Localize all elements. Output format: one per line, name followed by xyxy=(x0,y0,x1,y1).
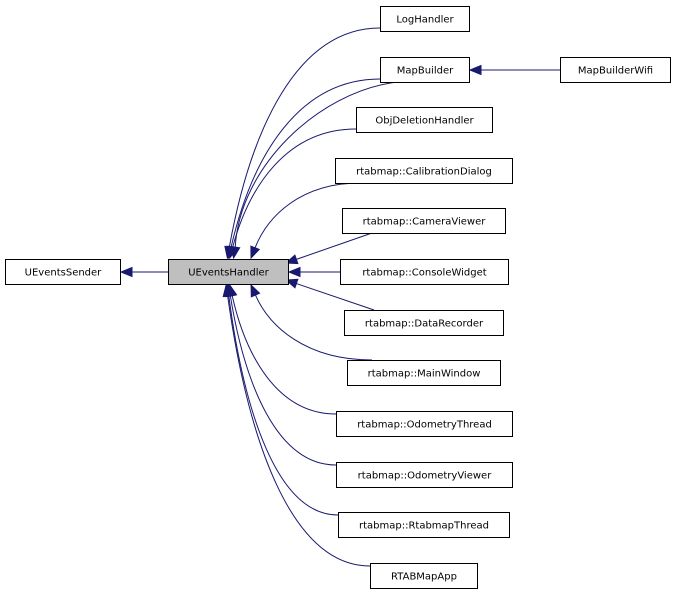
class-node-rtabmap-thread[interactable]: rtabmap::RtabmapThread xyxy=(338,512,510,538)
class-node-map-builder-wifi[interactable]: MapBuilderWifi xyxy=(560,57,671,83)
edge-arrowhead xyxy=(119,266,133,278)
edge-line xyxy=(296,283,375,311)
edge-console-widget-to-uevents-handler xyxy=(287,266,340,278)
class-node-label: MapBuilder xyxy=(397,66,454,77)
edge-uevents-handler-to-uevents-sender xyxy=(119,266,168,278)
edge-arrowhead xyxy=(227,245,238,260)
class-node-box[interactable] xyxy=(336,411,513,437)
class-node-label: rtabmap::CameraViewer xyxy=(363,217,487,228)
edge-line xyxy=(229,295,337,466)
edge-obj-deletion-handler-to-uevents-handler xyxy=(227,128,357,260)
class-node-label: rtabmap::DataRecorder xyxy=(365,319,484,330)
class-node-box[interactable] xyxy=(5,259,121,285)
edge-map-builder-wifi-to-map-builder xyxy=(468,64,560,76)
edge-line xyxy=(254,294,373,361)
class-node-label: rtabmap::OdometryThread xyxy=(357,420,492,431)
nodes-layer: UEventsSender UEventsHandler LogHandlerMap… xyxy=(5,6,671,589)
class-node-label: RTABMapApp xyxy=(391,572,457,583)
class-node-box[interactable] xyxy=(560,57,671,83)
edge-line xyxy=(296,232,373,260)
edge-line xyxy=(231,295,337,415)
edge-line xyxy=(228,27,381,248)
class-node-box[interactable] xyxy=(380,6,470,32)
class-node-label: ObjDeletionHandler xyxy=(375,116,474,127)
class-node-rtabmap-app[interactable]: RTABMapApp xyxy=(370,563,478,589)
class-node-box[interactable] xyxy=(342,208,506,234)
edge-line xyxy=(232,128,357,248)
edge-line xyxy=(227,295,371,567)
class-node-box[interactable] xyxy=(336,462,513,488)
edge-arrowhead xyxy=(250,245,261,260)
class-node-main-window[interactable]: rtabmap::MainWindow xyxy=(347,360,501,386)
class-node-label: UEventsHandler xyxy=(188,268,269,279)
class-node-label: LogHandler xyxy=(396,15,454,26)
class-node-box[interactable] xyxy=(168,259,289,285)
class-node-obj-deletion-handler[interactable]: ObjDeletionHandler xyxy=(356,107,493,133)
class-node-box[interactable] xyxy=(335,158,513,184)
edges-layer xyxy=(119,27,560,567)
class-node-data-recorder[interactable]: rtabmap::DataRecorder xyxy=(344,310,504,336)
class-node-box[interactable] xyxy=(344,310,504,336)
edge-main-window-to-uevents-handler xyxy=(250,283,373,361)
class-node-label: UEventsSender xyxy=(25,268,103,279)
class-node-label: MapBuilderWifi xyxy=(578,66,653,77)
class-node-box[interactable] xyxy=(340,259,509,285)
edge-arrowhead xyxy=(222,283,233,298)
class-node-uevents-handler[interactable]: UEventsHandler xyxy=(168,259,289,285)
edge-arrowhead xyxy=(468,64,482,76)
class-node-box[interactable] xyxy=(338,512,510,538)
edge-line xyxy=(234,81,398,248)
class-node-uevents-sender[interactable]: UEventsSender xyxy=(5,259,121,285)
class-node-calibration-dialog[interactable]: rtabmap::CalibrationDialog xyxy=(335,158,513,184)
class-node-label: rtabmap::ConsoleWidget xyxy=(362,268,486,279)
edge-arrowhead xyxy=(287,266,301,278)
class-node-box[interactable] xyxy=(380,57,470,83)
edge-rtabmap-app-to-uevents-handler xyxy=(222,283,371,567)
edge-line xyxy=(230,78,381,248)
edge-arrowhead xyxy=(250,283,261,298)
class-node-map-builder[interactable]: MapBuilder xyxy=(380,57,470,83)
class-node-log-handler[interactable]: LogHandler xyxy=(380,6,470,32)
edge-line xyxy=(254,182,361,248)
class-node-console-widget[interactable]: rtabmap::ConsoleWidget xyxy=(340,259,509,285)
class-node-box[interactable] xyxy=(370,563,478,589)
class-node-label: rtabmap::OdometryViewer xyxy=(358,471,493,482)
class-node-odometry-thread[interactable]: rtabmap::OdometryThread xyxy=(336,411,513,437)
edge-rtabmap-thread-to-uevents-handler xyxy=(223,283,339,516)
edge-line xyxy=(228,295,339,516)
class-node-odometry-viewer[interactable]: rtabmap::OdometryViewer xyxy=(336,462,513,488)
class-node-camera-viewer[interactable]: rtabmap::CameraViewer xyxy=(342,208,506,234)
class-node-label: rtabmap::CalibrationDialog xyxy=(356,167,492,178)
class-node-label: rtabmap::MainWindow xyxy=(368,369,481,380)
class-node-box[interactable] xyxy=(356,107,493,133)
edge-calibration-dialog-to-uevents-handler xyxy=(250,182,361,260)
edge-odometry-thread-to-uevents-handler xyxy=(227,283,337,415)
class-node-box[interactable] xyxy=(347,360,501,386)
class-node-label: rtabmap::RtabmapThread xyxy=(359,521,489,532)
